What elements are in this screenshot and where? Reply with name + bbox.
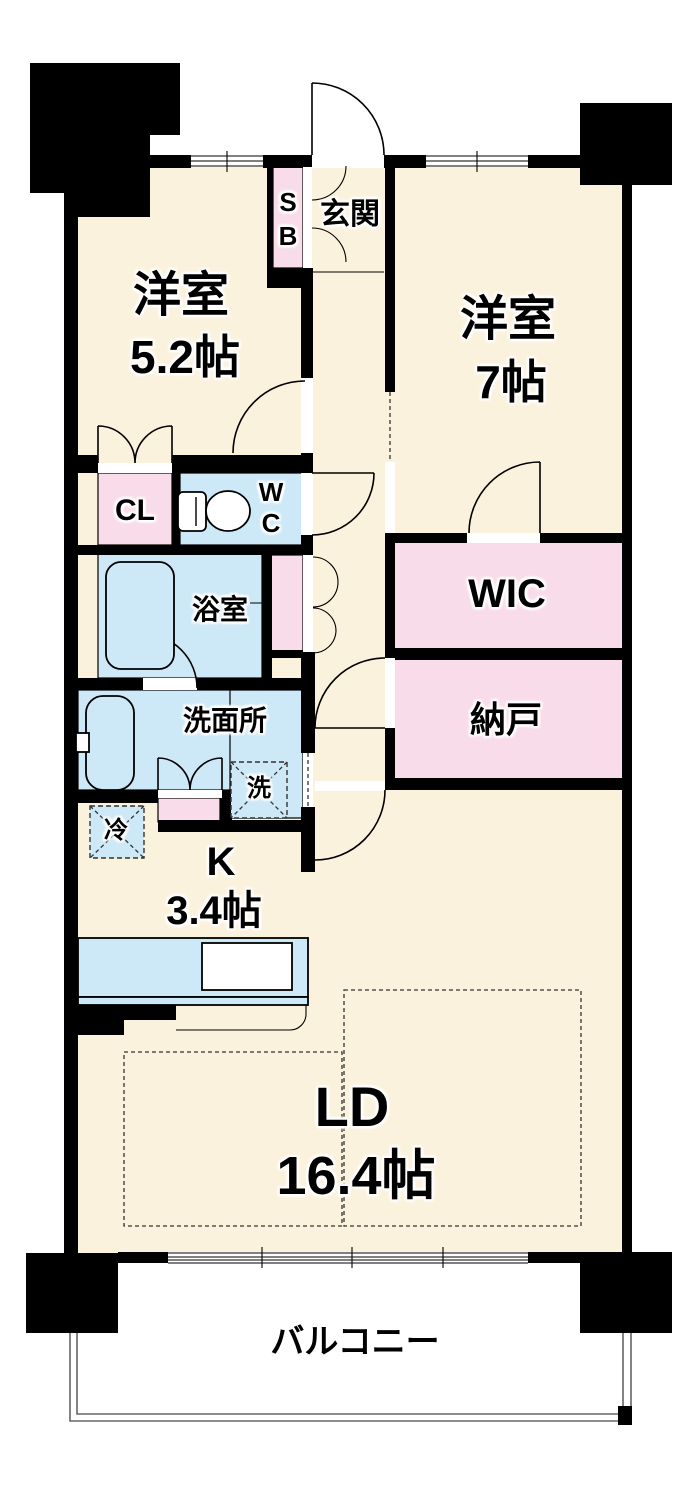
entrance-door (311, 82, 385, 156)
refrigerator-box (89, 805, 145, 859)
pillar-top-right (580, 103, 672, 185)
label-storage: 納戸 (469, 699, 543, 740)
bathtub-icon (105, 561, 175, 670)
walls (64, 155, 632, 1263)
label-living-name: LD (314, 1075, 390, 1138)
pillar-bottom-left (26, 1253, 118, 1333)
washroom-lower-cabinet (157, 797, 221, 823)
doors (97, 82, 541, 861)
room-fills (77, 166, 622, 823)
pillar-bottom-right (580, 1252, 672, 1333)
label-washer: 洗 (247, 775, 271, 802)
label-refrigerator: 冷 (104, 817, 128, 844)
windows (168, 151, 528, 1268)
label-shoebox-s: S (279, 187, 297, 217)
washroom-folding-doors (157, 757, 223, 791)
storage-area (395, 660, 622, 778)
toilet-door (311, 472, 375, 536)
closet-doors (97, 425, 173, 464)
pillars (26, 63, 672, 1333)
label-kitchen-name: K (206, 840, 236, 884)
wic-area (395, 543, 622, 648)
balcony-outline (69, 1333, 632, 1425)
vanity-sink-icon (75, 695, 135, 791)
label-balcony: バルコニー (270, 1323, 440, 1361)
pillar-top-left (30, 63, 180, 217)
label-wic: WIC (468, 572, 546, 616)
label-living-size: 16.4帖 (276, 1146, 436, 1206)
window-bedroom7 (426, 151, 528, 172)
toilet-icon (177, 490, 251, 532)
label-kitchen-size: 3.4帖 (166, 889, 262, 933)
kitchen-counter-icon (77, 937, 309, 1031)
wic-door (468, 461, 541, 534)
window-bedroom52 (191, 151, 263, 172)
label-closet: CL (115, 494, 155, 527)
label-wc-w: W (258, 477, 284, 507)
living-dashed-zones (123, 989, 582, 1227)
bedroom52-door (232, 380, 306, 454)
storage-door (314, 657, 386, 729)
label-entrance: 玄関 (320, 198, 380, 231)
fixtures (75, 490, 309, 1031)
label-bathroom: 浴室 (191, 594, 249, 625)
hall-cabinet-doors (312, 556, 339, 654)
label-bedroom7-name: 洋室 (459, 293, 557, 346)
washer-box (230, 761, 288, 819)
shoe-box-area (272, 166, 304, 269)
label-shoebox-b: B (278, 221, 298, 251)
label-wc-c: C (261, 508, 281, 538)
shoe-box-doors (311, 165, 347, 263)
living-door (314, 789, 386, 861)
label-bedroom52-name: 洋室 (132, 269, 230, 322)
label-bedroom52-size: 5.2帖 (130, 331, 240, 383)
door-gaps (98, 155, 540, 807)
label-washroom: 洗面所 (182, 705, 268, 736)
hall-cabinet-area (269, 554, 304, 653)
label-bedroom7-size: 7帖 (475, 356, 547, 408)
window-living-balcony (168, 1247, 528, 1268)
